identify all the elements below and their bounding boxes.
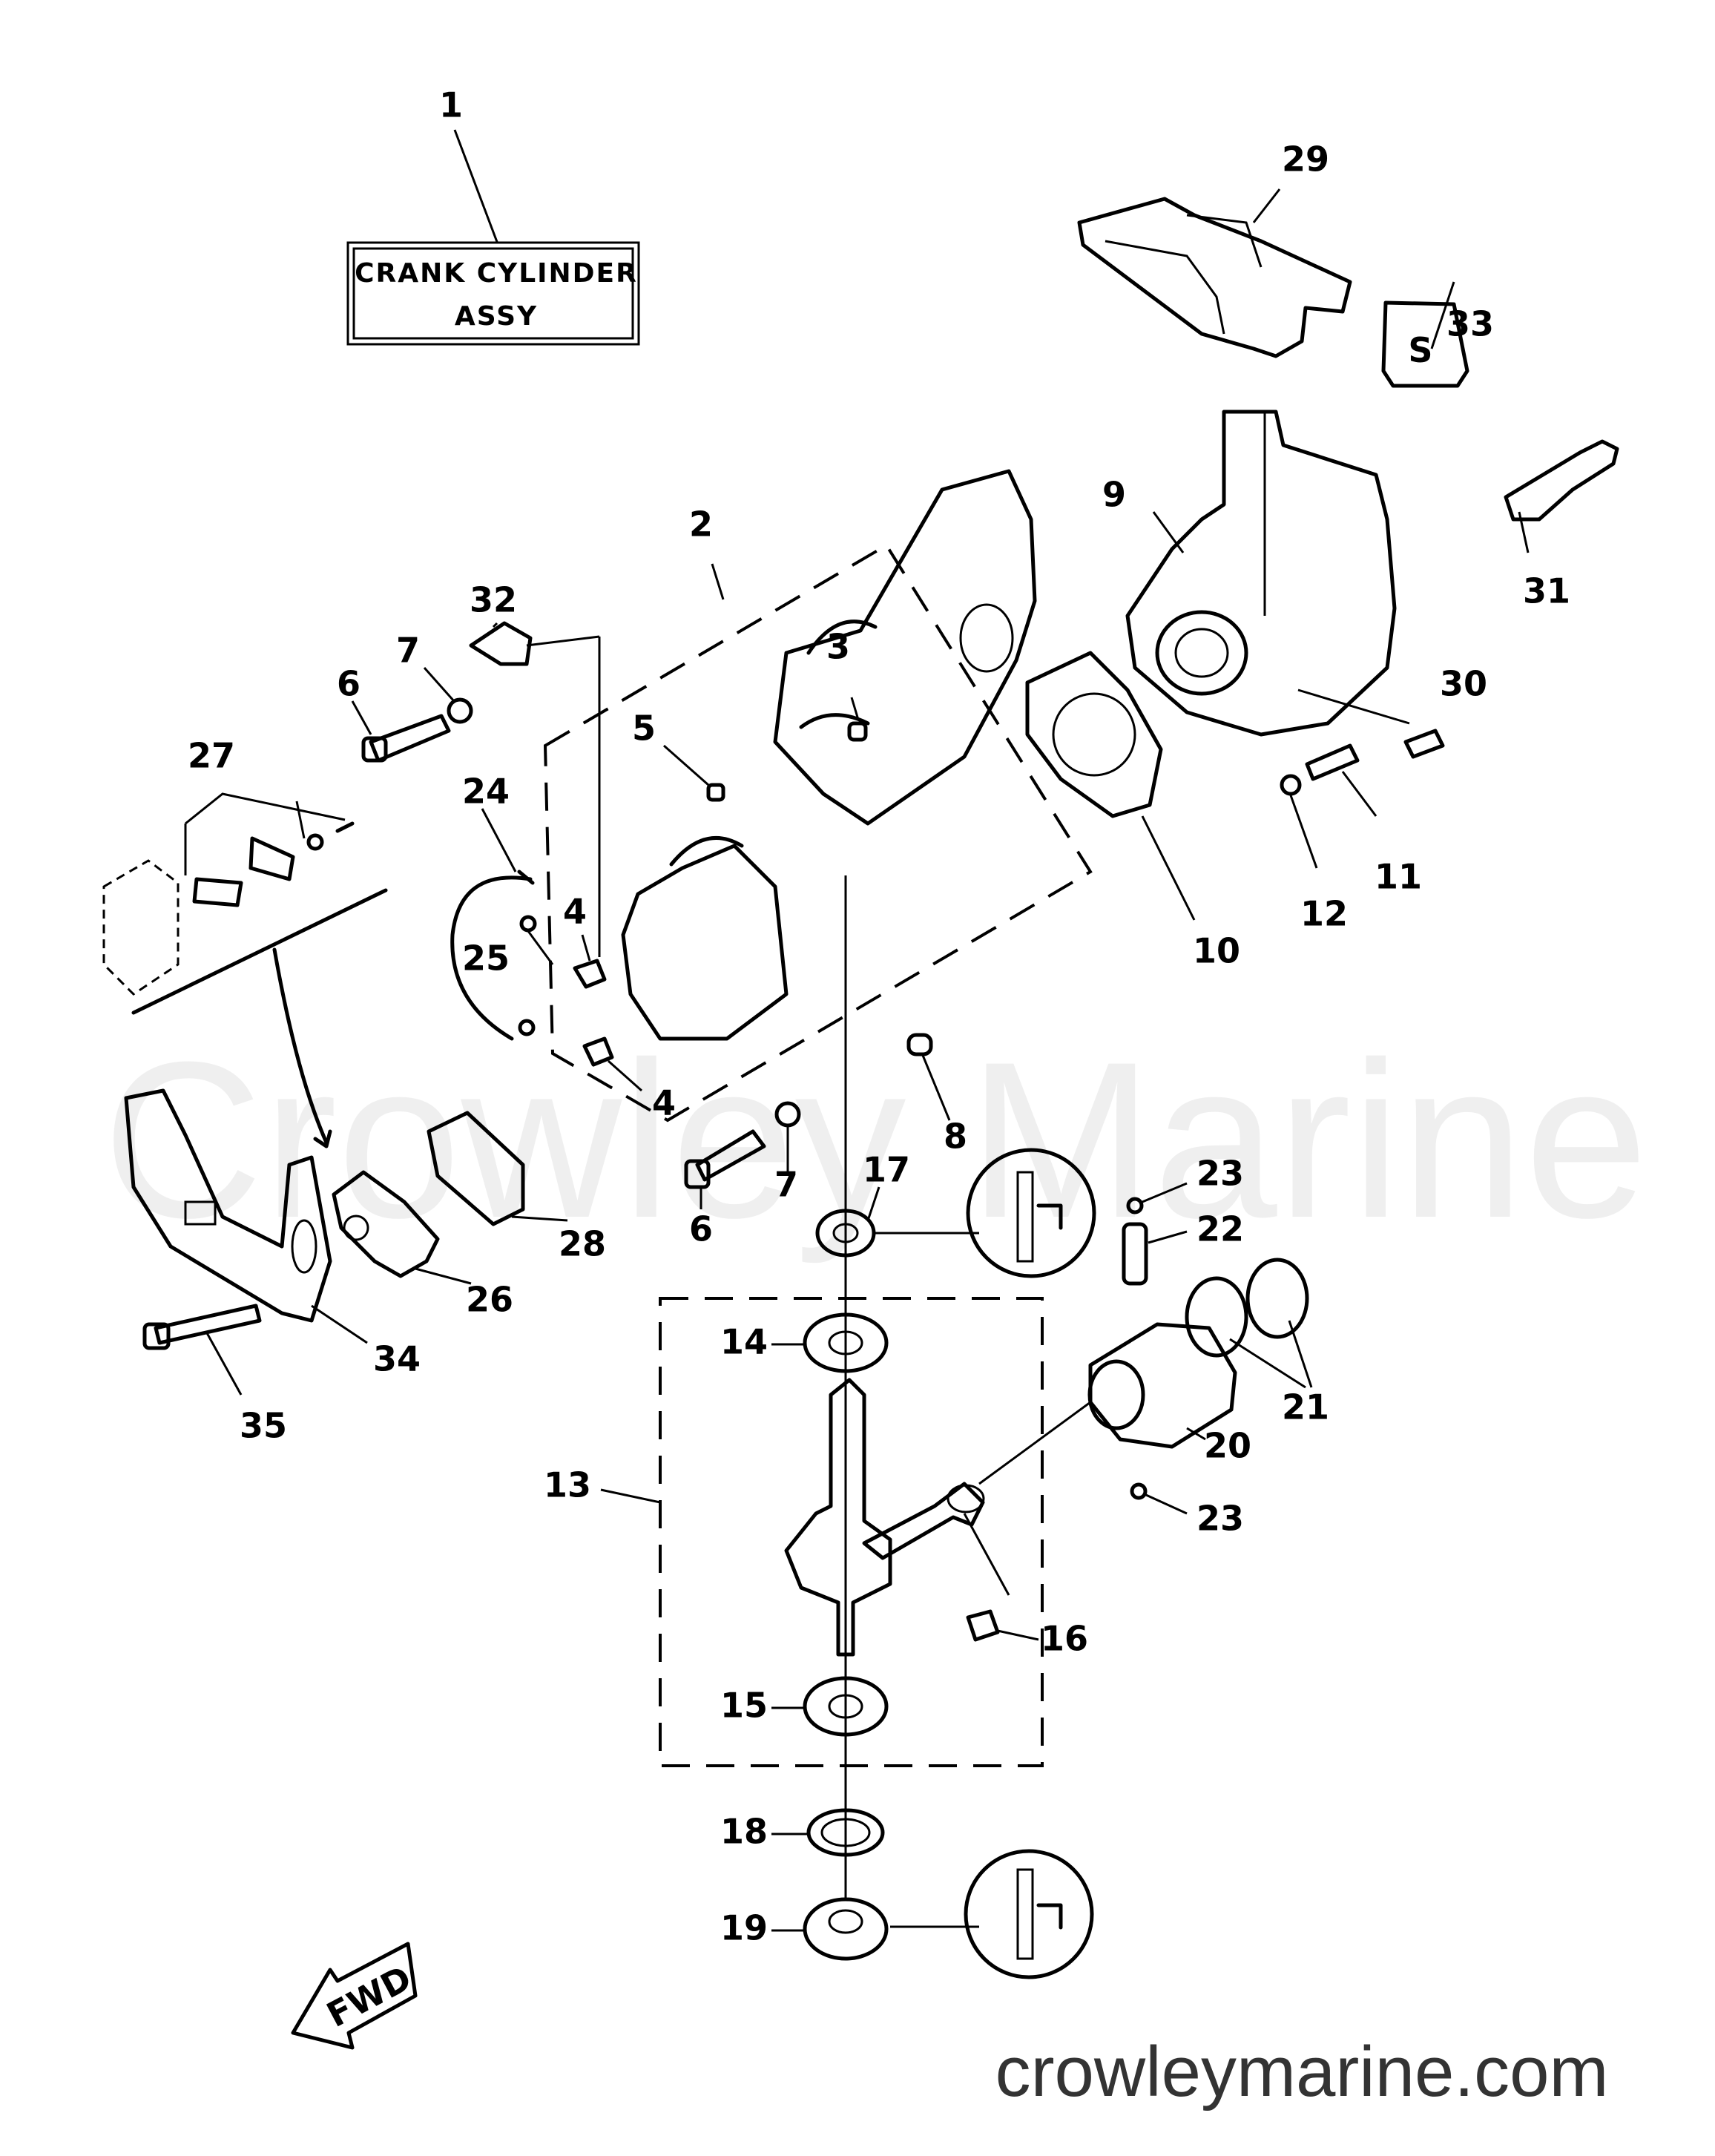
callout-13: 13 — [544, 1465, 591, 1505]
title-line-1: CRANK CYLINDER — [355, 258, 638, 289]
callout-33: 33 — [1446, 304, 1494, 344]
part-19-oil-seal: 19 — [720, 1849, 1094, 1979]
part-13-crankshaft-assembly: 13 — [544, 1297, 1044, 1767]
callout-29: 29 — [1282, 139, 1329, 180]
part-7-washer-lower: 7 — [774, 1101, 801, 1205]
callout-18: 18 — [720, 1812, 768, 1852]
part-24-hose: 24 — [450, 772, 535, 1041]
part-31-spark-plug: 31 — [1504, 439, 1619, 611]
title-box-outer — [346, 241, 640, 346]
callout-14: 14 — [720, 1322, 768, 1362]
callout-31: 31 — [1523, 571, 1570, 611]
callout-20: 20 — [1204, 1426, 1251, 1466]
part-15-bearing: 15 — [720, 1676, 889, 1737]
callout-10: 10 — [1193, 931, 1240, 971]
part-2-crankcase-assembly: 2 — [543, 469, 1093, 1123]
part-12-washer: 12 — [1280, 774, 1348, 934]
part-26-housing: 26 — [332, 1170, 513, 1320]
part-14-bearing: 14 — [720, 1312, 889, 1373]
part-16-needle-bearing: 16 — [963, 1513, 1088, 1659]
part-20-piston: 20 — [978, 1322, 1251, 1485]
callout-15: 15 — [720, 1686, 768, 1726]
part-30-bolt: 30 — [1297, 664, 1487, 759]
callout-25: 25 — [462, 939, 510, 979]
callout-label: 1 — [439, 85, 463, 125]
part-23-clip-lower: 23 — [1130, 1482, 1244, 1539]
callout-19: 19 — [720, 1908, 768, 1948]
part-3-dowel-pin: 3 — [826, 627, 868, 742]
callout-2: 2 — [689, 505, 713, 545]
part-5-plug: 5 — [632, 709, 725, 802]
title-box: 1 CRANK CYLINDER ASSY — [346, 85, 640, 346]
callout-17: 17 — [863, 1150, 910, 1190]
part-11-bolt: 11 — [1305, 743, 1422, 897]
callout-7: 7 — [396, 631, 420, 671]
fwd-arrow-icon: FWD — [291, 1942, 418, 2050]
part-35-bolt: 35 — [142, 1304, 287, 1446]
callout-3: 3 — [826, 627, 850, 667]
callout-5: 5 — [632, 709, 656, 749]
part-25-clip: 25 — [462, 915, 554, 1036]
part-10-gasket: 10 — [1025, 651, 1240, 971]
label-s-glyph: S — [1408, 330, 1432, 370]
callout-35: 35 — [240, 1406, 287, 1446]
callout-4: 4 — [563, 892, 587, 932]
part-4-screw-upper: 4 — [563, 892, 607, 989]
part-28-gasket: 28 — [427, 1111, 606, 1264]
part-6-bolt-lower: 6 — [684, 1129, 766, 1249]
callout-4: 4 — [652, 1083, 676, 1123]
part-21-piston-rings: 21 — [1185, 1258, 1329, 1427]
part-27-reed-valve-kit: 27 — [102, 736, 388, 1148]
part-8-dowel-pin: 8 — [906, 1033, 967, 1157]
callout-12: 12 — [1300, 894, 1348, 934]
callout-16: 16 — [1041, 1619, 1088, 1659]
callout-26: 26 — [466, 1280, 513, 1320]
part-34-manifold: 34 — [124, 1088, 421, 1379]
part-17-oil-seal: 17 — [815, 1148, 1096, 1278]
callout-27: 27 — [188, 736, 235, 776]
part-29-cover: 29 — [1077, 139, 1352, 358]
callout-23: 23 — [1196, 1154, 1244, 1194]
part-33-label: S 33 — [1381, 281, 1494, 388]
callout-23: 23 — [1196, 1499, 1244, 1539]
callout-32: 32 — [470, 580, 517, 620]
callout-8: 8 — [944, 1117, 967, 1157]
part-18-oil-seal: 18 — [720, 1808, 885, 1857]
website-text: crowleymarine.com — [995, 2032, 1609, 2111]
callout-34: 34 — [373, 1339, 421, 1379]
callout-11: 11 — [1375, 857, 1422, 897]
part-9-cylinder: 9 — [1102, 410, 1397, 737]
leader-line — [453, 129, 498, 243]
callout-7: 7 — [774, 1165, 798, 1205]
part-4-screw-lower: 4 — [582, 1036, 676, 1123]
detail-circle-lower — [964, 1849, 1094, 1979]
callout-6: 6 — [337, 664, 361, 704]
part-6-bolt-upper: 6 — [337, 664, 451, 763]
detail-circle-upper — [966, 1148, 1096, 1278]
callout-28: 28 — [559, 1224, 606, 1264]
callout-22: 22 — [1196, 1209, 1244, 1249]
callout-30: 30 — [1440, 664, 1487, 704]
watermark-text: Crowley Marine — [102, 1015, 1648, 1266]
title-box-inner — [352, 247, 634, 340]
part-23-clip-upper: 23 — [1126, 1154, 1244, 1215]
part-7-washer-upper: 7 — [396, 631, 473, 724]
part-32-clamp: 32 — [469, 580, 601, 957]
title-line-2: ASSY — [455, 301, 538, 332]
callout-21: 21 — [1282, 1387, 1329, 1427]
part-22-piston-pin: 22 — [1122, 1209, 1244, 1286]
callout-9: 9 — [1102, 475, 1126, 515]
callout-24: 24 — [462, 772, 510, 812]
callout-6: 6 — [689, 1209, 713, 1249]
